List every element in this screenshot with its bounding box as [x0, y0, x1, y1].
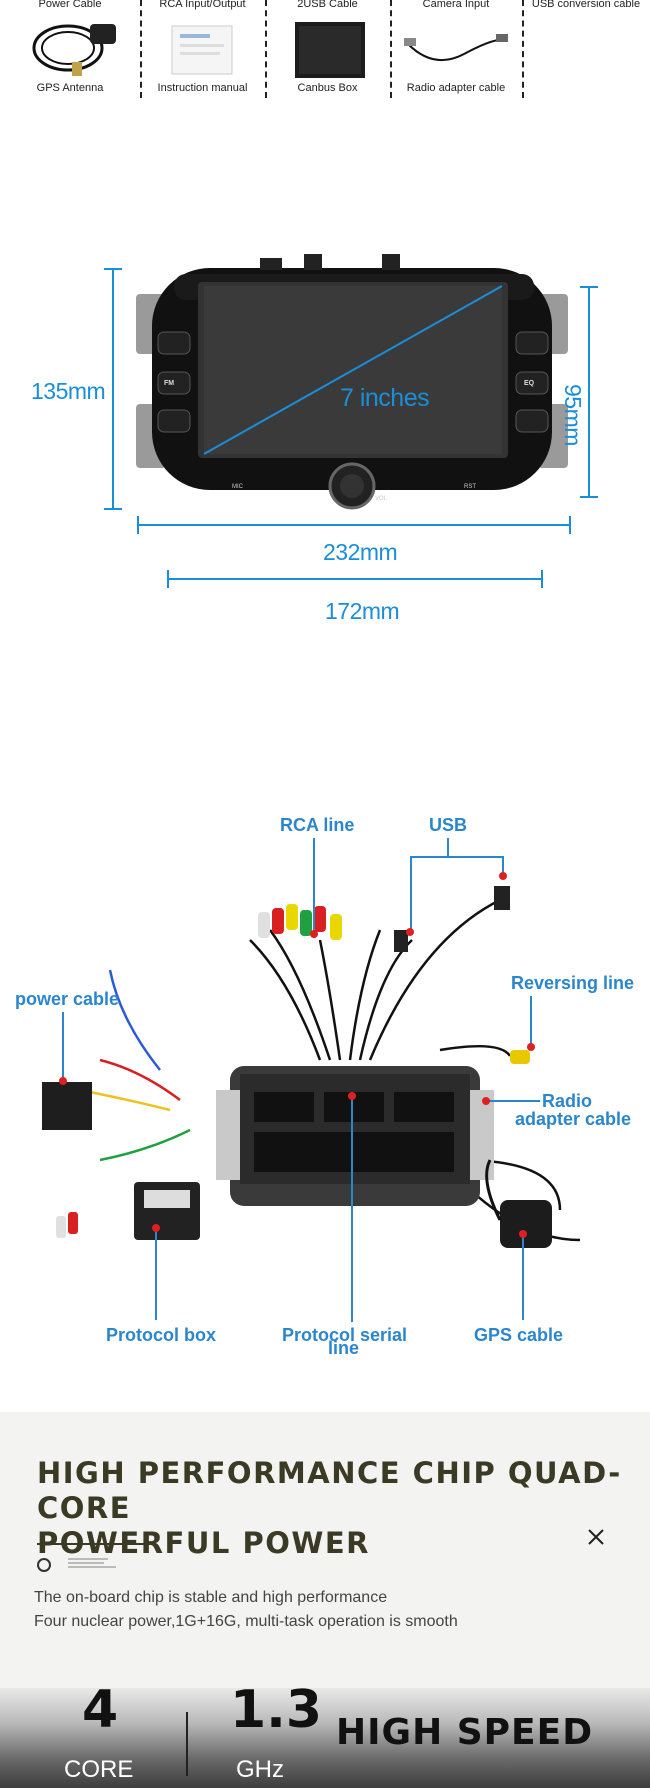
accessories-strip: Power Cable GPS Antenna RCA Input/Output…	[0, 0, 650, 98]
vol-label: VOL	[375, 496, 388, 502]
protocol-serial-label-1: Protocol serial	[282, 1325, 408, 1345]
accessory-label: Canbus Box	[297, 82, 358, 94]
leader-line	[502, 856, 504, 876]
dimension-tick	[580, 286, 598, 288]
radio-adapter-label-1: Radio	[542, 1091, 593, 1111]
screen-diagonal-label: 7 inches	[340, 384, 430, 412]
height-dimension-line	[112, 268, 114, 510]
accessory-2usb: 2USB Cable Canbus Box	[265, 0, 392, 98]
height-dimension-line	[588, 286, 590, 498]
leader-line	[410, 856, 412, 932]
canbus-box-icon	[295, 22, 365, 78]
leader-line	[313, 838, 315, 938]
accessory-label: GPS Antenna	[36, 82, 104, 94]
rst-label: RST	[464, 484, 476, 490]
leader-dot	[310, 930, 318, 938]
width-inner-label: 172mm	[325, 598, 400, 624]
leader-dot	[527, 1043, 535, 1051]
core-unit: CORE	[64, 1756, 134, 1783]
leader-line	[62, 1012, 64, 1082]
leader-line	[155, 1228, 157, 1320]
usb-label: USB	[429, 815, 468, 835]
close-icon[interactable]	[583, 1524, 609, 1550]
dimension-tick	[137, 516, 139, 534]
performance-description-2: Four nuclear power,1G+16G, multi-task op…	[34, 1613, 458, 1630]
radio-adapter-cable-icon	[404, 34, 508, 61]
accessory-label: USB conversion cable	[531, 0, 641, 10]
accessory-usb-conversion: USB conversion cable	[522, 0, 650, 98]
leader-line	[351, 1096, 353, 1322]
accessory-power-cable: Power Cable GPS Antenna	[0, 0, 142, 98]
core-count: 4	[82, 1688, 119, 1740]
protocol-box-label: Protocol box	[106, 1325, 217, 1345]
mic-label: MIC	[232, 484, 243, 490]
ghz-unit: GHz	[236, 1756, 284, 1783]
leader-dot	[348, 1092, 356, 1100]
accessory-rca-io: RCA Input/Output Instruction manual	[140, 0, 267, 98]
performance-title-line-1: HIGH PERFORMANCE CHIP QUAD-CORE	[37, 1456, 622, 1525]
fm-label: FM	[164, 380, 175, 387]
protocol-serial-label-2: line	[328, 1338, 360, 1358]
leader-dot	[59, 1077, 67, 1085]
title-underline	[37, 1543, 151, 1545]
stat-divider	[186, 1712, 188, 1776]
width-dimension-line	[137, 524, 571, 526]
head-unit-image	[136, 254, 568, 510]
radio-adapter-label-2: adapter cable	[515, 1109, 632, 1129]
leader-line	[447, 838, 449, 856]
leader-dot	[152, 1224, 160, 1232]
accessory-label: Radio adapter cable	[406, 82, 506, 94]
dimension-tick	[104, 268, 122, 270]
gps-cable-label: GPS cable	[474, 1325, 564, 1345]
ghz-value: 1.3	[230, 1688, 323, 1740]
dimension-tick	[569, 516, 571, 534]
accessory-label: RCA Input/Output	[159, 0, 246, 10]
leader-line	[488, 1100, 540, 1102]
width-outer-label: 232mm	[323, 539, 398, 565]
reversing-line-label: Reversing line	[511, 973, 635, 993]
dimension-tick	[104, 508, 122, 510]
leader-line	[522, 1234, 524, 1320]
dimension-tick	[167, 570, 169, 588]
leader-dot	[406, 928, 414, 936]
width-dimension-line	[167, 578, 543, 580]
accessory-label: Power Cable	[38, 0, 102, 10]
eq-label: EQ	[524, 380, 535, 387]
high-speed-text: HIGH SPEED	[336, 1712, 594, 1753]
speed-band: 4 CORE 1.3 GHz HIGH SPEED	[0, 1688, 650, 1788]
gps-antenna-icon	[32, 24, 116, 76]
leader-line	[530, 996, 532, 1048]
small-print-decoration	[68, 1556, 128, 1570]
rca-line-label: RCA line	[280, 815, 355, 835]
wiring-harness-image	[42, 886, 581, 1248]
accessory-camera-input: Camera Input Radio adapter cable	[390, 0, 524, 98]
dimension-tick	[580, 496, 598, 498]
bullet-circle-icon	[37, 1558, 51, 1572]
leader-dot	[499, 872, 507, 880]
height-left-label: 135mm	[31, 378, 106, 404]
height-right-label: 95mm	[560, 384, 586, 446]
dimension-tick	[541, 570, 543, 588]
accessory-label: Camera Input	[422, 0, 490, 10]
performance-description-1: The on-board chip is stable and high per…	[34, 1589, 388, 1606]
performance-title: HIGH PERFORMANCE CHIP QUAD-CORE POWERFUL…	[37, 1456, 650, 1561]
power-cable-label: power cable	[15, 989, 120, 1009]
accessory-label: 2USB Cable	[297, 0, 358, 10]
leader-dot	[482, 1097, 490, 1105]
manual-icon	[171, 25, 233, 75]
leader-dot	[519, 1230, 527, 1238]
leader-line	[410, 856, 504, 858]
accessory-label: Instruction manual	[157, 82, 248, 94]
